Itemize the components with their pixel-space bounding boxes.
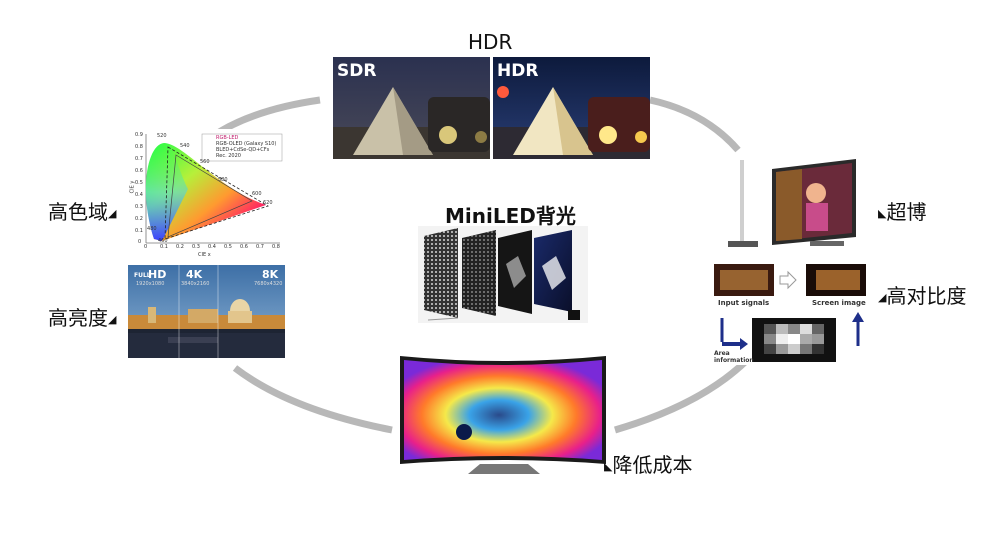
x-tick: 0.7 [256, 244, 264, 250]
x-tick: 0.3 [192, 244, 200, 250]
triangle-marker-icon: ◢ [878, 291, 887, 304]
wavelength-label: 540 [180, 143, 190, 149]
contrast-label: ◢高对比度 [878, 280, 966, 309]
y-tick: 0.9 [135, 132, 143, 138]
ultrathin-tv-image [712, 155, 869, 258]
brightness-label: 高亮度◢ [48, 302, 116, 331]
center-title: MiniLED背光 [445, 204, 576, 228]
miniled-layers-image [418, 226, 588, 323]
color-gamut-chart: RGB-LED RGB-OLED (Galaxy S10) BLED+CdSe-… [128, 129, 285, 260]
legend-item: Rec. 2020 [216, 153, 241, 159]
y-tick: 0.5 [135, 180, 143, 186]
contrast-diagram: Input signals Screen image Area informat… [712, 262, 869, 365]
wavelength-label: 460 [158, 238, 168, 244]
curved-tv [400, 356, 606, 474]
ultrathin-text: 超博 [886, 200, 927, 224]
y-tick: 0 [138, 239, 142, 245]
sdr-hdr-scene [333, 57, 650, 159]
x-tick: 0.5 [224, 244, 232, 250]
y-axis-label: CIE y [129, 180, 136, 194]
input-signals-label: Input signals [718, 299, 770, 307]
low-cost-text: 降低成本 [612, 453, 693, 477]
screen-image-label: Screen image [812, 299, 866, 307]
wavelength-label: 520 [157, 133, 167, 139]
y-tick: 0.3 [135, 204, 143, 210]
low-cost-label: ◣降低成本 [604, 449, 692, 478]
x-tick: 0 [144, 244, 148, 250]
x-tick: 0.2 [176, 244, 184, 250]
miniled-layers [424, 228, 580, 321]
wavelength-label: 620 [263, 200, 273, 206]
color-gamut-label: 高色域◢ [48, 196, 116, 225]
triangle-marker-icon: ◣ [878, 207, 887, 220]
x-axis-label: CIE x [198, 252, 211, 258]
x-tick: 0.8 [272, 244, 280, 250]
hdr-comparison-image: SDR HDR [333, 57, 650, 159]
brightness-resolution-image: FULL HD 1920x1080 4K 3840x2160 8K 7680x4… [128, 265, 285, 358]
dimming-grid [752, 318, 836, 362]
triangle-marker-icon: ◢ [108, 313, 117, 326]
y-tick: 0.1 [135, 228, 143, 234]
area-information-label: Area information [714, 350, 754, 364]
sdr-tag: SDR [337, 61, 377, 81]
triangle-marker-icon: ◢ [108, 207, 117, 220]
res-tag-hd: HD [148, 268, 167, 281]
cie-diagram [145, 133, 283, 244]
res-sub: 3840x2160 [181, 281, 210, 287]
legend-item: RGB-LED [216, 135, 239, 141]
y-tick: 0.2 [135, 216, 143, 222]
wavelength-label: 580 [218, 177, 228, 183]
legend-item: RGB-OLED (Galaxy S10) [216, 141, 277, 147]
hdr-tag: HDR [497, 61, 539, 81]
res-prefix: FULL [134, 272, 151, 279]
res-tag-8k: 8K [262, 268, 279, 281]
curved-tv-image [392, 352, 614, 480]
triangle-marker-icon: ◣ [604, 460, 613, 473]
res-sub: 1920x1080 [136, 281, 165, 287]
x-tick: 0.6 [240, 244, 248, 250]
y-tick: 0.6 [135, 168, 143, 174]
local-dimming-diagram [714, 264, 866, 362]
y-tick: 0.4 [135, 192, 143, 198]
y-tick: 0.8 [135, 144, 143, 150]
x-tick: 0.4 [208, 244, 216, 250]
hdr-label: HDR [468, 30, 513, 54]
thin-tv [728, 159, 856, 247]
res-sub: 7680x4320 [254, 281, 283, 287]
legend-item: BLED+CdSe-QD+CFs [216, 147, 270, 153]
res-tag-4k: 4K [186, 268, 203, 281]
wavelength-label: 480 [147, 226, 157, 232]
wavelength-label: 600 [252, 191, 262, 197]
wavelength-label: 560 [200, 159, 210, 165]
y-tick: 0.7 [135, 156, 143, 162]
x-tick: 0.1 [160, 244, 168, 250]
city-night-scene [128, 265, 285, 358]
ultrathin-label: ◣超博 [878, 196, 926, 225]
contrast-text: 高对比度 [886, 284, 967, 308]
brightness-text: 高亮度 [48, 306, 108, 330]
color-gamut-text: 高色域 [48, 200, 108, 224]
